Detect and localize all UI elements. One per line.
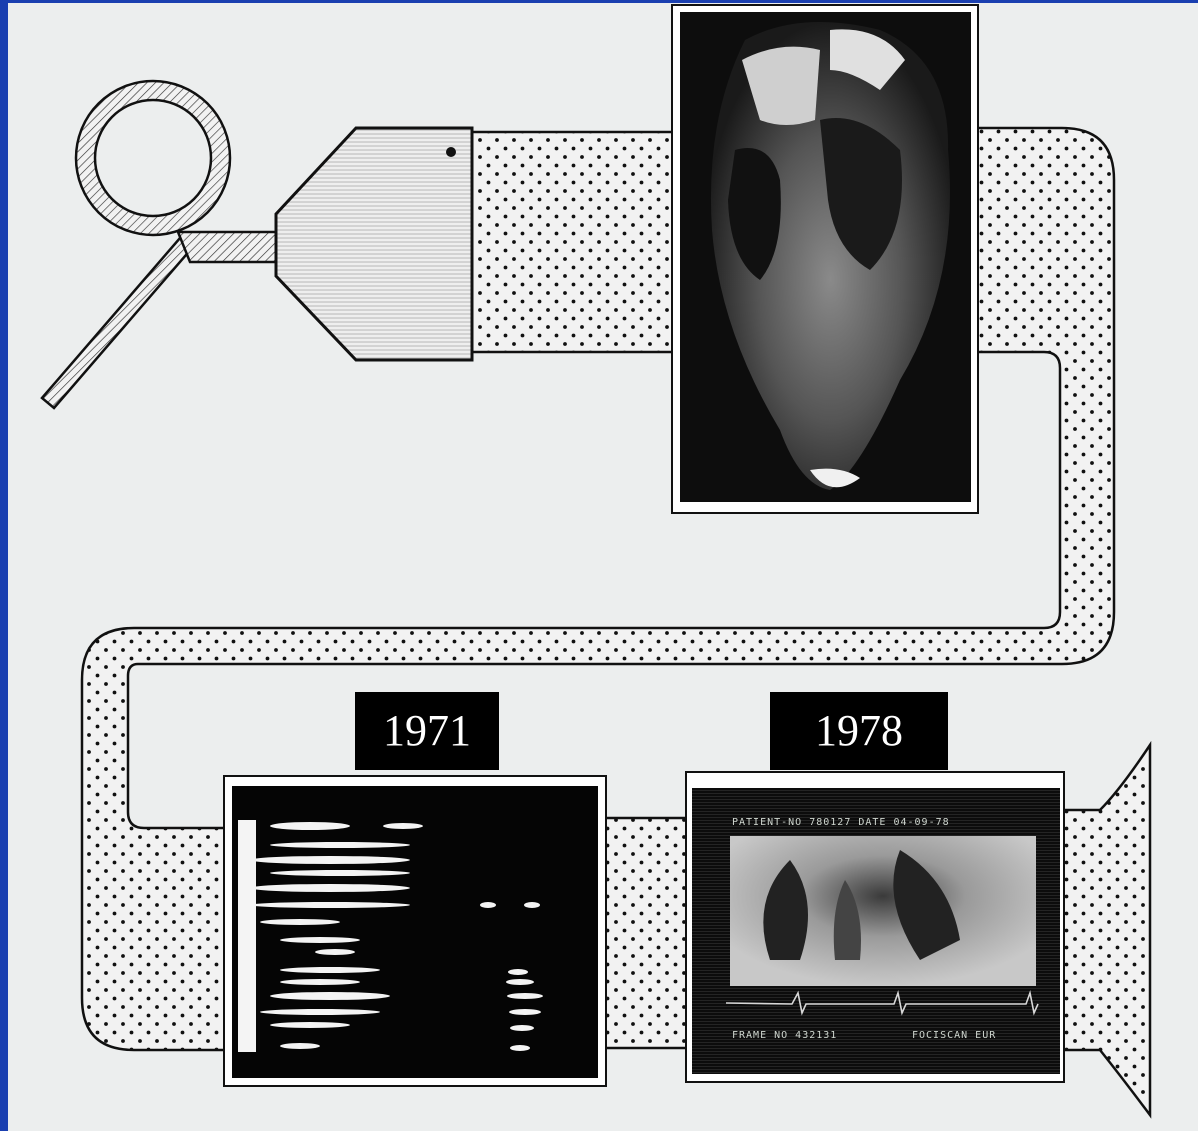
m-mode-echo-image	[224, 776, 606, 1086]
scan-header-text: PATIENT-NO 780127 DATE 04-09-78	[732, 817, 950, 828]
scan-device-text: FOCISCAN EUR	[912, 1030, 996, 1041]
scan-frame-number-text: FRAME NO 432131	[732, 1030, 837, 1041]
heart-specimen-image	[672, 5, 978, 513]
year-label-1978: 1978	[770, 692, 948, 770]
year-label-1971: 1971	[355, 692, 499, 770]
